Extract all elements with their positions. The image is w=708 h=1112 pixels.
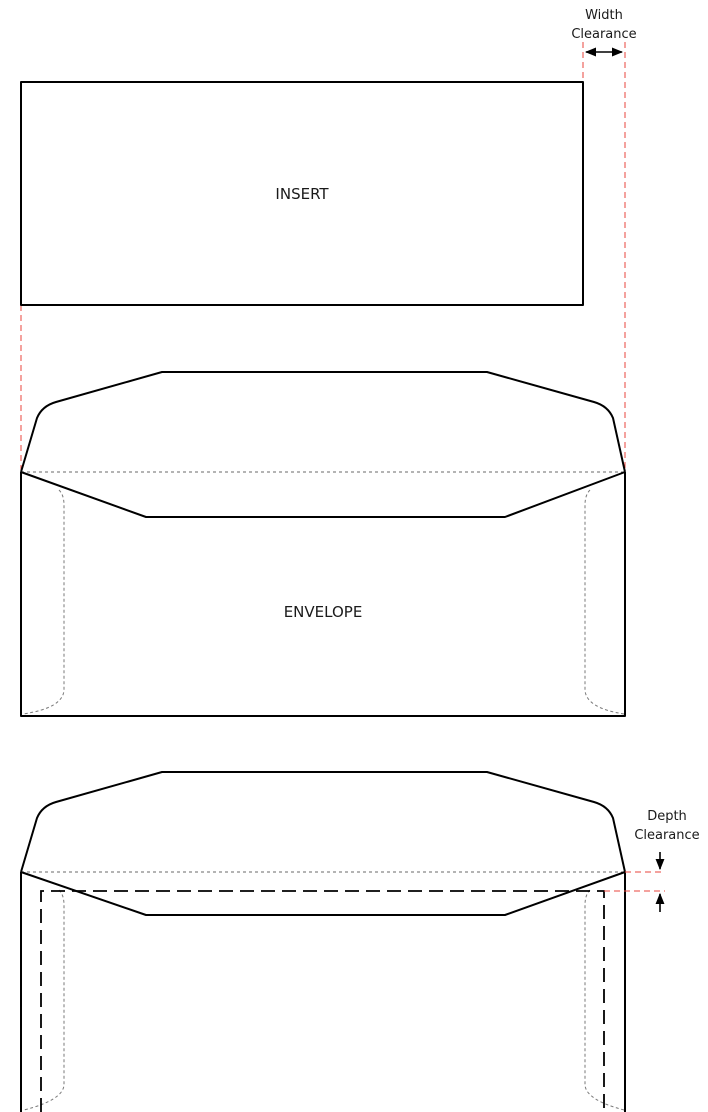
envelope-with-insert-figure <box>20 771 626 1112</box>
width-clearance-label-line1: Width <box>585 8 623 23</box>
envelope-label: ENVELOPE <box>284 603 363 621</box>
width-clearance-guides <box>20 42 626 472</box>
depth-clearance-guides <box>604 852 665 912</box>
insert-label: INSERT <box>275 185 329 203</box>
second-envelope-open-flap <box>20 771 626 873</box>
envelope-open-flap <box>20 371 626 473</box>
insert-rectangle <box>20 81 584 306</box>
envelope-back-flap <box>20 471 626 518</box>
width-clearance-label-line2: Clearance <box>571 27 636 42</box>
envelope-figure <box>20 371 626 717</box>
depth-clearance-label-line2: Clearance <box>634 828 699 843</box>
second-envelope-left-side-seam <box>23 889 65 1111</box>
envelope-left-side-seam <box>22 489 65 715</box>
inserted-document-outline <box>40 890 605 1112</box>
envelope-right-side-seam <box>584 489 625 715</box>
second-envelope-right-side-seam <box>584 889 625 1111</box>
second-envelope-back-flap <box>20 871 626 916</box>
depth-clearance-label-line1: Depth <box>647 809 687 824</box>
second-envelope-body <box>20 872 626 1112</box>
envelope-body <box>20 472 626 717</box>
